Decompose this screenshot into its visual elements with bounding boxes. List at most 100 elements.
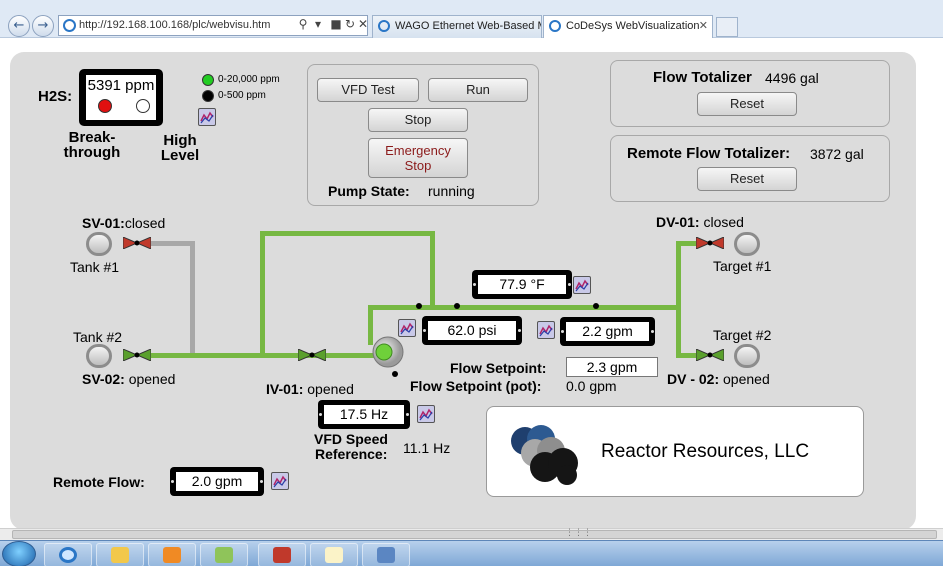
tab-codesys[interactable]: CoDeSys WebVisualization ✕ — [543, 15, 713, 38]
pressure-sensor-dot — [416, 303, 422, 309]
remote-flow-totalizer-label: Remote Flow Totalizer: — [627, 145, 791, 162]
folder-icon — [111, 547, 129, 563]
temperature-trend-icon[interactable] — [573, 276, 591, 294]
taskbar-ie-button[interactable] — [44, 543, 92, 566]
sv02-valve-icon[interactable] — [123, 349, 151, 361]
forward-button[interactable]: → — [32, 15, 54, 37]
temperature-value: 77.9 °F — [478, 275, 566, 294]
dv02-valve-icon[interactable] — [696, 349, 724, 361]
dv01-valve-icon[interactable] — [696, 237, 724, 249]
remote-flow-totalizer-reset-button[interactable]: Reset — [697, 167, 797, 191]
flow-setpoint-pot-label: Flow Setpoint (pot): — [410, 378, 542, 394]
company-logo-icon — [511, 425, 578, 485]
ie-icon — [59, 547, 77, 563]
vfd-reference-label-2: Reference: — [315, 446, 388, 462]
scrollbar-thumb[interactable] — [12, 530, 937, 539]
remote-flow-totalizer-value: 3872 gal — [810, 146, 864, 162]
sv01-valve-icon[interactable] — [123, 237, 151, 249]
address-bar[interactable]: http://192.168.100.168/plc/webvisu.htm — [58, 15, 368, 36]
vfd-test-button[interactable]: VFD Test — [317, 78, 419, 102]
pump-state-value: running — [428, 183, 475, 199]
taskbar-adobe-button[interactable] — [258, 543, 306, 566]
start-button[interactable] — [2, 541, 36, 566]
iv01-valve-icon[interactable] — [298, 349, 326, 361]
sv01-label: SV-01: — [82, 215, 125, 231]
pressure-value: 62.0 psi — [428, 321, 516, 340]
trend-glyph — [400, 322, 414, 335]
flow-setpoint-input[interactable]: 2.3 gpm — [566, 357, 658, 377]
ie-page-icon — [63, 19, 76, 32]
vfd-reference-label-1: VFD Speed — [314, 431, 388, 447]
taskbar-remote-button[interactable] — [362, 543, 410, 566]
temperature-display: 77.9 °F — [472, 270, 572, 299]
dropdown-icon[interactable]: ▾ — [314, 17, 322, 31]
document-icon — [325, 547, 343, 563]
back-button[interactable]: ← — [8, 15, 30, 37]
target2-label: Target #2 — [713, 327, 772, 343]
tab-label: WAGO Ethernet Web-Based M... — [395, 20, 542, 32]
sv01-label-group: SV-01:closed — [82, 215, 165, 231]
vfd-reference-value: 11.1 Hz — [403, 440, 451, 456]
pipe-dv-vertical — [676, 241, 681, 355]
iv01-label-group: IV-01: opened — [266, 381, 354, 397]
emergency-stop-button[interactable]: Emergency Stop — [368, 138, 468, 178]
company-logo-panel: Reactor Resources, LLC — [486, 406, 864, 497]
taskbar-media-button[interactable] — [148, 543, 196, 566]
stop-button[interactable]: Stop — [368, 108, 468, 132]
pipe-pump-riser — [368, 305, 373, 345]
pipe-loop-right — [430, 231, 435, 307]
high-level-label-1: High — [163, 132, 197, 149]
pipe-loop-top — [260, 231, 435, 236]
new-tab-button[interactable] — [716, 17, 738, 37]
run-button[interactable]: Run — [428, 78, 528, 102]
sv02-label: SV-02: — [82, 371, 125, 387]
pipe-loop-left — [260, 231, 265, 355]
tab-close-icon[interactable]: ✕ — [698, 20, 708, 32]
pump-icon[interactable] — [370, 335, 406, 369]
high-level-label-2: Level — [160, 147, 200, 164]
scrollbar-grip-icon: ⋮⋮⋮ — [565, 528, 592, 538]
stop-load-icon[interactable]: ✕ — [357, 17, 369, 31]
pipe-sv01-horizontal — [150, 241, 195, 246]
tank2-icon — [86, 344, 112, 368]
flow-sensor-dot — [593, 303, 599, 309]
dv01-label: DV-01: — [656, 214, 700, 230]
remote-desktop-icon — [377, 547, 395, 563]
temperature-sensor-dot — [454, 303, 460, 309]
compatibility-icon[interactable]: ■ — [330, 17, 342, 31]
target2-icon — [734, 344, 760, 368]
high-level-indicator — [136, 99, 150, 113]
pump-sensor-dot — [392, 371, 398, 377]
adobe-icon — [273, 547, 291, 563]
pressure-trend-icon[interactable] — [398, 319, 416, 337]
flow-totalizer-reset-button[interactable]: Reset — [697, 92, 797, 116]
tab-wago[interactable]: WAGO Ethernet Web-Based M... — [372, 15, 542, 38]
tab-page-icon — [378, 20, 390, 32]
vfd-trend-icon[interactable] — [417, 405, 435, 423]
flow-totalizer-label: Flow Totalizer — [653, 69, 752, 86]
horizontal-scrollbar[interactable]: ⋮⋮⋮ — [0, 528, 943, 540]
taskbar-explorer-button[interactable] — [96, 543, 144, 566]
trend-glyph — [273, 475, 287, 488]
taskbar-app-button[interactable] — [200, 543, 248, 566]
pipe-sv01-vertical — [190, 241, 195, 355]
breakthrough-label-2: through — [63, 144, 121, 161]
h2s-trend-icon[interactable] — [198, 108, 216, 126]
estop-label-2: Stop — [404, 158, 432, 173]
flow-display: 2.2 gpm — [560, 317, 655, 346]
flow-trend-icon[interactable] — [537, 321, 555, 339]
target1-label: Target #1 — [713, 258, 772, 274]
range-legend-20000: 0-20,000 ppm — [218, 74, 280, 85]
h2s-display-frame: 5391 ppm — [79, 69, 163, 126]
remote-flow-trend-icon[interactable] — [271, 472, 289, 490]
taskbar-document-button[interactable] — [310, 543, 358, 566]
search-icon[interactable]: ⚲ — [298, 17, 308, 31]
range-legend-500: 0-500 ppm — [218, 90, 266, 101]
flow-value: 2.2 gpm — [566, 322, 649, 341]
pipe-dv01-branch — [676, 241, 698, 246]
breakthrough-indicator — [98, 99, 112, 113]
refresh-icon[interactable]: ↻ — [344, 17, 356, 31]
pressure-display: 62.0 psi — [422, 316, 522, 345]
tab-page-icon — [549, 20, 561, 32]
range-indicator-20000 — [202, 74, 214, 86]
